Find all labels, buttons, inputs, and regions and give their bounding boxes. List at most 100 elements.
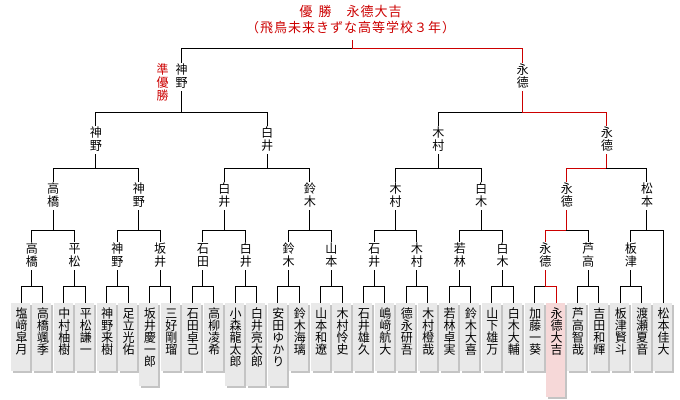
bracket-line: [223, 168, 268, 169]
player-card: 白木大輔: [503, 303, 523, 371]
round-winner-label: 神野: [131, 182, 146, 208]
bracket-line: [181, 48, 353, 49]
bracket-line: [459, 230, 461, 242]
round-winner-label: 永德: [515, 63, 530, 89]
bracket-line: [395, 168, 396, 182]
bracket-line: [320, 286, 322, 303]
round-winner-label: 高橋: [24, 242, 39, 268]
round-winner-label: 鈴木: [302, 182, 317, 208]
champion-title-text: 優 勝 永德大吉: [299, 5, 403, 20]
player-card: 高柳凌希: [203, 303, 223, 371]
bracket-line: [395, 230, 418, 231]
bracket-line: [587, 270, 589, 286]
bracket-line: [106, 286, 108, 303]
player-card: 石井雄久: [353, 303, 373, 371]
bracket-line: [202, 230, 204, 242]
bracket-line: [480, 168, 482, 182]
bracket-line: [63, 286, 75, 287]
bracket-line: [31, 230, 33, 242]
bracket-line: [52, 230, 75, 231]
bracket-line: [502, 230, 503, 242]
bracket-line: [31, 286, 43, 287]
bracket-line: [662, 230, 664, 303]
bracket-line: [320, 286, 332, 287]
bracket-line: [95, 112, 97, 126]
bracket-line: [395, 168, 439, 169]
bracket-line: [341, 286, 343, 303]
bracket-line: [619, 286, 621, 303]
round-winner-label: 平松: [67, 242, 81, 268]
bracket-line: [288, 270, 289, 286]
bracket-line: [277, 286, 279, 303]
bracket-line: [606, 168, 648, 169]
bracket-line: [362, 286, 364, 303]
bracket-line: [448, 286, 450, 303]
bracket-line: [587, 230, 589, 242]
bracket-line: [330, 230, 332, 242]
bracket-line: [288, 230, 289, 242]
bracket-line: [159, 230, 161, 242]
bracket-line: [576, 286, 578, 303]
player-card: 芦高智哉: [567, 303, 587, 371]
bracket-line: [544, 230, 546, 242]
bracket-line: [277, 286, 289, 287]
bracket-line: [502, 270, 503, 286]
bracket-line: [245, 270, 247, 286]
bracket-line: [116, 286, 129, 287]
player-card: 塩﨑皐月: [11, 303, 30, 371]
player-card: 渡瀬夏音: [631, 303, 651, 371]
bracket-line: [459, 230, 482, 231]
bracket-line: [480, 210, 482, 230]
player-card: 山下雄万: [481, 303, 501, 371]
bracket-line: [405, 286, 407, 303]
bracket-line: [544, 270, 546, 286]
bracket-line: [74, 230, 75, 242]
bracket-line: [52, 168, 97, 169]
round-winner-label: 木村: [409, 242, 424, 268]
bracket-line: [266, 168, 311, 169]
bracket-line: [544, 230, 568, 231]
bracket-line: [20, 286, 22, 303]
round-winner-label: 坂井: [152, 242, 167, 268]
bracket-line: [437, 168, 482, 169]
round-winner-label: 芦高: [580, 242, 595, 268]
bracket-line: [566, 168, 608, 169]
bracket-line: [598, 286, 600, 303]
bracket-line: [480, 230, 503, 231]
runner-up-label: 準優勝: [155, 63, 169, 102]
bracket-line: [437, 112, 524, 113]
player-card: 石田卓己: [182, 303, 202, 371]
player-card: 小森龍太郎: [225, 303, 244, 386]
bracket-line: [427, 286, 429, 303]
champion-school-text: （飛鳥未来きずな高等学校３年）: [245, 21, 457, 36]
player-card: 吉田和輝: [588, 303, 608, 371]
bracket-line: [522, 48, 524, 63]
bracket-line: [223, 168, 225, 182]
round-winner-label: 山本: [323, 242, 338, 268]
bracket-line: [84, 286, 86, 303]
bracket-line: [362, 286, 375, 287]
bracket-line: [437, 112, 439, 126]
bracket-line: [416, 286, 429, 287]
bracket-line: [469, 286, 471, 303]
bracket-line: [191, 286, 204, 287]
player-card: 木村橙哉: [417, 303, 437, 371]
bracket-line: [630, 230, 632, 242]
bracket-line: [522, 91, 524, 112]
bracket-line: [63, 286, 65, 303]
bracket-line: [630, 230, 648, 231]
bracket-line: [522, 112, 608, 113]
bracket-line: [309, 210, 311, 230]
bracket-line: [619, 286, 632, 287]
bracket-line: [405, 286, 418, 287]
bracket-line: [20, 286, 33, 287]
bracket-line: [330, 286, 343, 287]
bracket-line: [234, 286, 236, 303]
bracket-line: [309, 168, 311, 182]
bracket-line: [646, 210, 648, 230]
round-winner-label: 松本: [639, 182, 654, 208]
bracket-line: [127, 286, 129, 303]
bracket-line: [245, 286, 257, 287]
round-winner-label: 石井: [366, 242, 381, 268]
bracket-line: [95, 112, 182, 113]
